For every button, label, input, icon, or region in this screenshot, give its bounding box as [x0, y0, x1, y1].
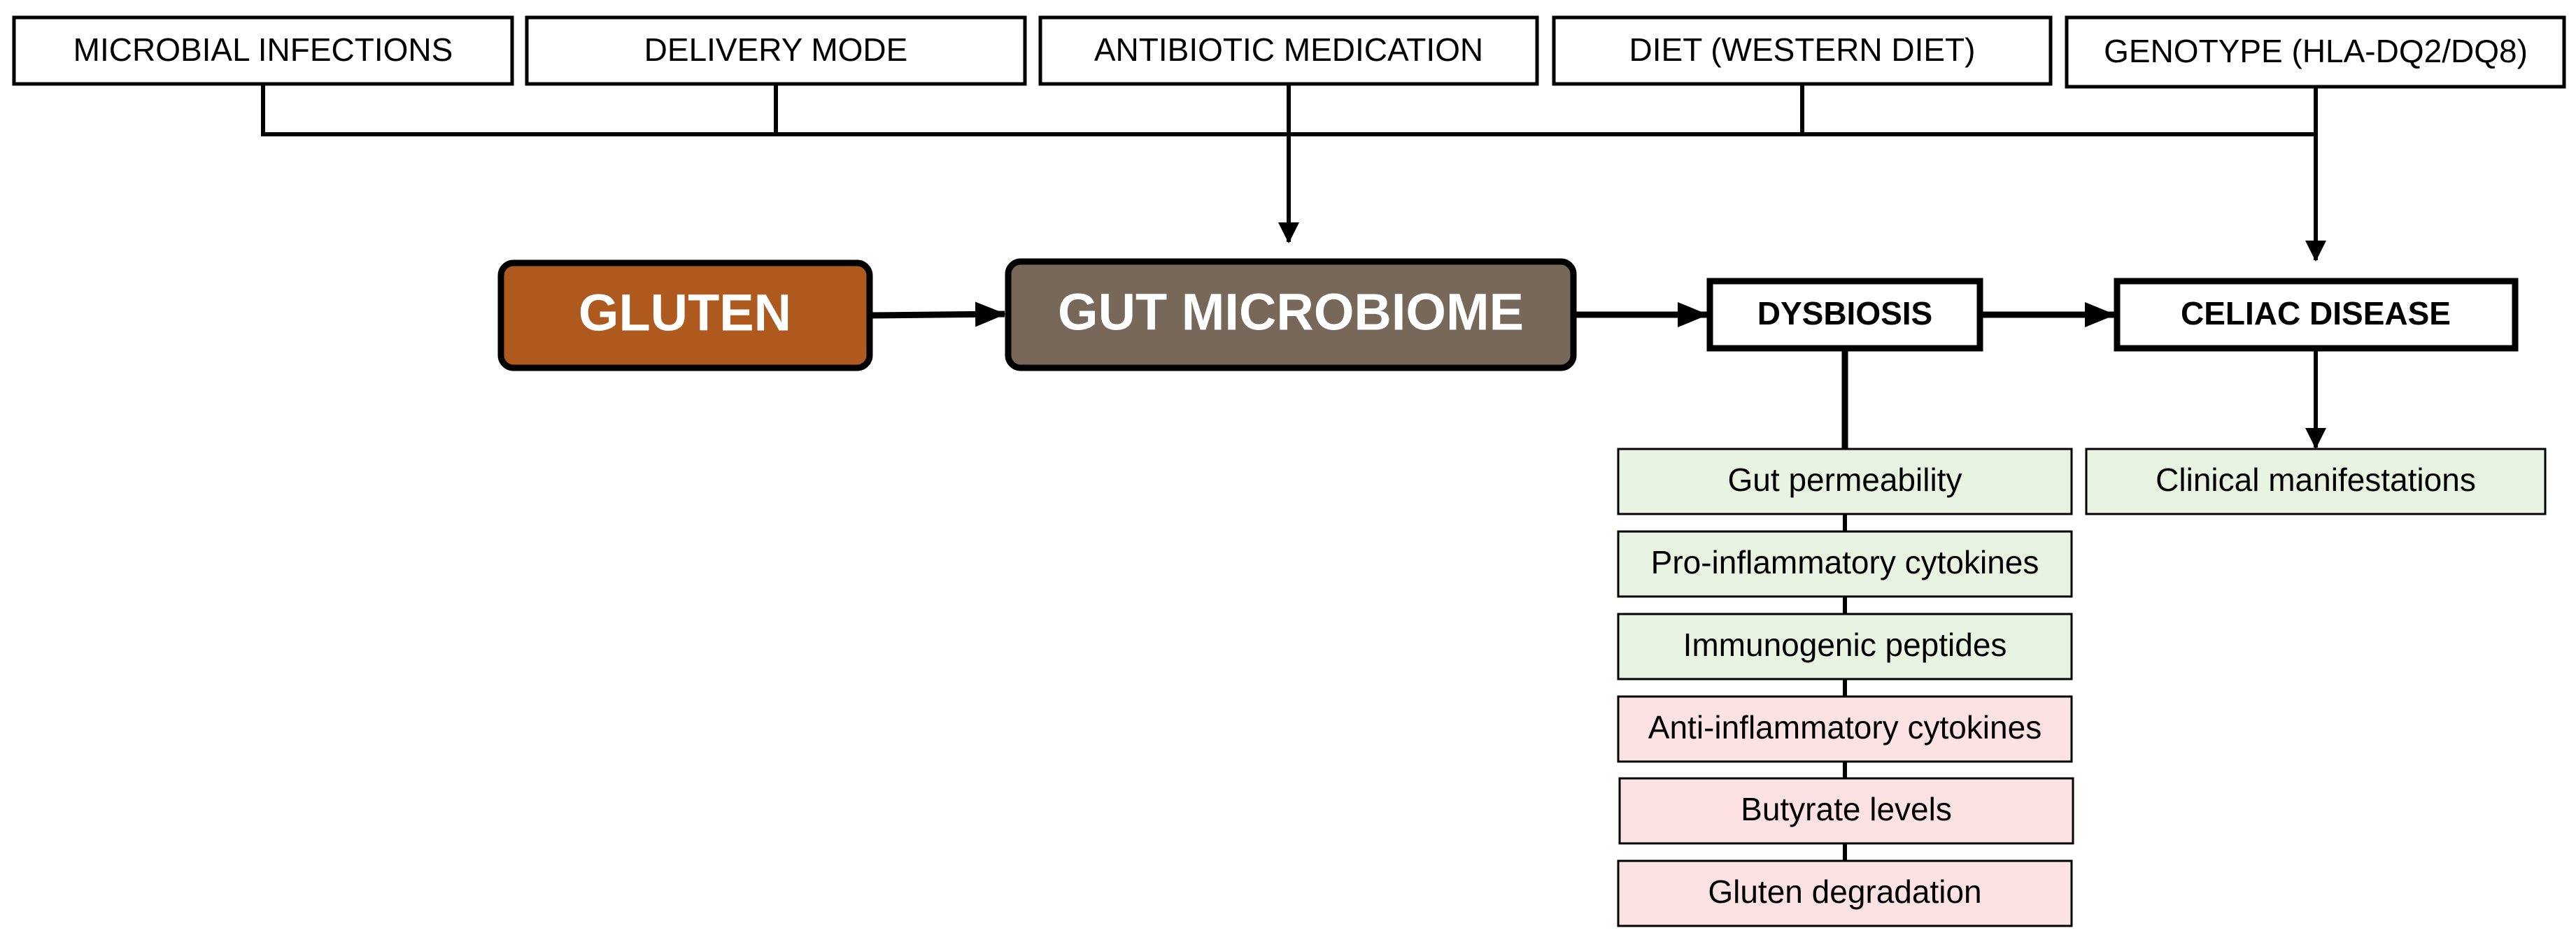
dysbiosis-effects: Gut permeability Pro-inflammatory cytoki… [1617, 448, 2074, 927]
factor-label: GENOTYPE (HLA-DQ2/DQ8) [2104, 33, 2528, 69]
dysbiosis-label: DYSBIOSIS [1757, 295, 1933, 331]
node-gut-microbiome: GUT MICROBIOME [1005, 258, 1577, 371]
main-flow-arrows [869, 301, 2116, 327]
effect-box-increased: Pro-inflammatory cytokines [1617, 530, 2073, 598]
effect-box-increased: Immunogenic peptides [1617, 613, 2073, 680]
effect-label: Anti-inflammatory cytokines [1648, 709, 2041, 745]
celiac-effects: Clinical manifestations [2085, 448, 2547, 515]
celiac-disease-label: CELIAC DISEASE [2181, 295, 2451, 331]
gut-microbiome-label: GUT MICROBIOME [1058, 283, 1524, 341]
node-dysbiosis: DYSBIOSIS [1706, 278, 1983, 352]
factor-label: ANTIBIOTIC MEDICATION [1094, 31, 1483, 68]
factor-antibiotic-medication: ANTIBIOTIC MEDICATION [1038, 15, 1539, 86]
effect-label: Clinical manifestations [2156, 462, 2476, 498]
effect-box-decreased: Gluten degradation [1617, 859, 2073, 927]
gluten-label: GLUTEN [579, 284, 791, 342]
node-celiac-disease: CELIAC DISEASE [2114, 278, 2519, 352]
node-gluten: GLUTEN [497, 259, 873, 371]
effect-box-decreased: Butyrate levels [1618, 777, 2074, 845]
factor-label: DELIVERY MODE [644, 31, 908, 68]
factor-genotype: GENOTYPE (HLA-DQ2/DQ8) [2065, 15, 2566, 89]
factor-boxes: MICROBIAL INFECTIONS DELIVERY MODE ANTIB… [12, 15, 2566, 89]
factor-microbial-infections: MICROBIAL INFECTIONS [12, 15, 514, 86]
arrow-gluten-to-microbiome [869, 301, 1006, 327]
effect-label: Immunogenic peptides [1683, 627, 2007, 663]
effect-box-increased: Gut permeability [1617, 448, 2073, 515]
factor-connectors [261, 84, 2326, 262]
factor-delivery-mode: DELIVERY MODE [525, 15, 1027, 86]
effect-label: Pro-inflammatory cytokines [1651, 544, 2039, 580]
factor-label: MICROBIAL INFECTIONS [73, 31, 453, 68]
factor-diet: DIET (WESTERN DIET) [1552, 15, 2053, 86]
effect-label: Butyrate levels [1741, 791, 1952, 827]
effect-label: Gut permeability [1728, 462, 1962, 498]
effect-box-decreased: Anti-inflammatory cytokines [1617, 695, 2073, 763]
effect-label: Gluten degradation [1708, 873, 1981, 910]
factor-label: DIET (WESTERN DIET) [1629, 31, 1976, 68]
effect-box-clinical: Clinical manifestations [2085, 448, 2547, 515]
